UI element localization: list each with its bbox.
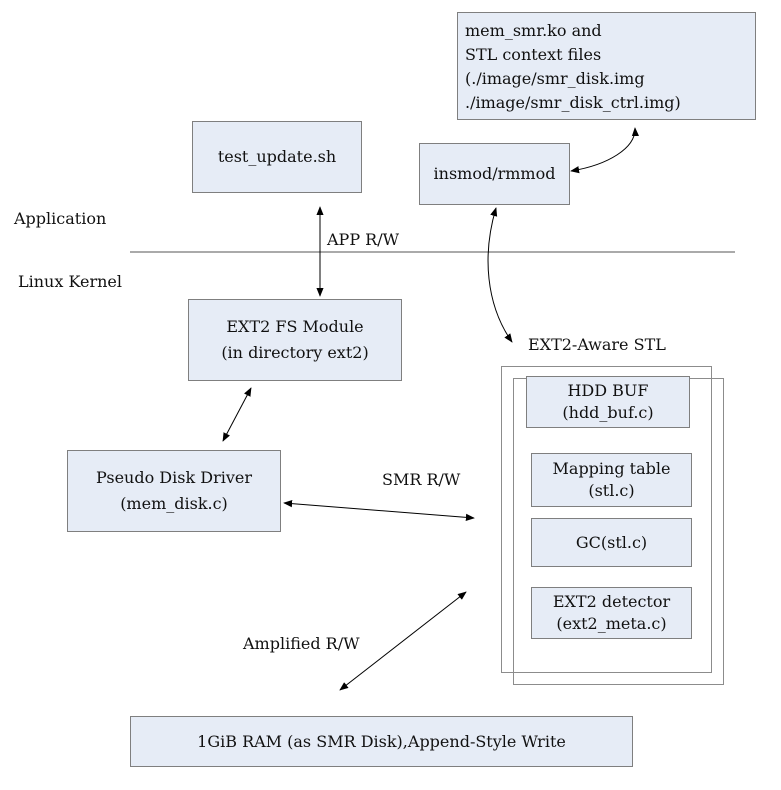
ext2-detector-box: EXT2 detector (ext2_meta.c) <box>531 587 692 639</box>
mapping-line-2: (stl.c) <box>588 481 635 500</box>
application-layer-label: Application <box>14 209 107 228</box>
insmod-context-arrow <box>570 127 639 174</box>
app-rw-label: APP R/W <box>327 230 400 249</box>
gc-label: GC(stl.c) <box>575 532 648 552</box>
context-line-1: mem_smr.ko and <box>465 21 602 40</box>
ram-smr-disk-box: 1GiB RAM (as SMR Disk),Append-Style Writ… <box>130 716 633 767</box>
context-files-box: mem_smr.ko and STL context files (./imag… <box>457 12 756 120</box>
hdd-buf-line-1: HDD BUF <box>567 381 649 400</box>
linux-kernel-layer-label: Linux Kernel <box>18 272 122 291</box>
hdd-buf-box: HDD BUF (hdd_buf.c) <box>526 376 690 428</box>
ext2-fs-line-1: EXT2 FS Module <box>226 317 364 336</box>
mapping-table-box: Mapping table (stl.c) <box>531 453 692 507</box>
detector-line-2: (ext2_meta.c) <box>556 614 667 633</box>
detector-line-1: EXT2 detector <box>552 592 671 611</box>
insmod-box: insmod/rmmod <box>419 143 570 205</box>
mapping-line-1: Mapping table <box>552 459 671 478</box>
context-line-4: ./image/smr_disk_ctrl.img) <box>465 93 681 112</box>
pseudo-disk-driver-box: Pseudo Disk Driver (mem_disk.c) <box>67 450 281 532</box>
smr-rw-arrow <box>283 500 475 521</box>
insmod-label: insmod/rmmod <box>433 164 556 183</box>
test-update-box: test_update.sh <box>192 121 362 193</box>
insmod-stl-arrow <box>487 207 513 343</box>
ram-label: 1GiB RAM (as SMR Disk),Append-Style Writ… <box>197 731 566 751</box>
amplified-rw-arrow <box>339 591 467 691</box>
ext2-fs-line-2: (in directory ext2) <box>221 343 369 362</box>
smr-rw-label: SMR R/W <box>382 470 461 489</box>
stl-title: EXT2-Aware STL <box>528 335 666 354</box>
amplified-rw-label: Amplified R/W <box>243 634 360 653</box>
test-update-label: test_update.sh <box>217 147 337 166</box>
hdd-buf-line-2: (hdd_buf.c) <box>562 403 654 422</box>
ext2-fs-module-box: EXT2 FS Module (in directory ext2) <box>188 299 402 381</box>
driver-line-2: (mem_disk.c) <box>120 494 228 513</box>
context-line-3: (./image/smr_disk.img <box>465 69 645 88</box>
fs-to-driver-arrow <box>222 387 252 442</box>
stl-container <box>501 366 712 673</box>
gc-box: GC(stl.c) <box>531 518 692 567</box>
driver-line-1: Pseudo Disk Driver <box>96 468 252 487</box>
context-line-2: STL context files <box>465 45 602 64</box>
